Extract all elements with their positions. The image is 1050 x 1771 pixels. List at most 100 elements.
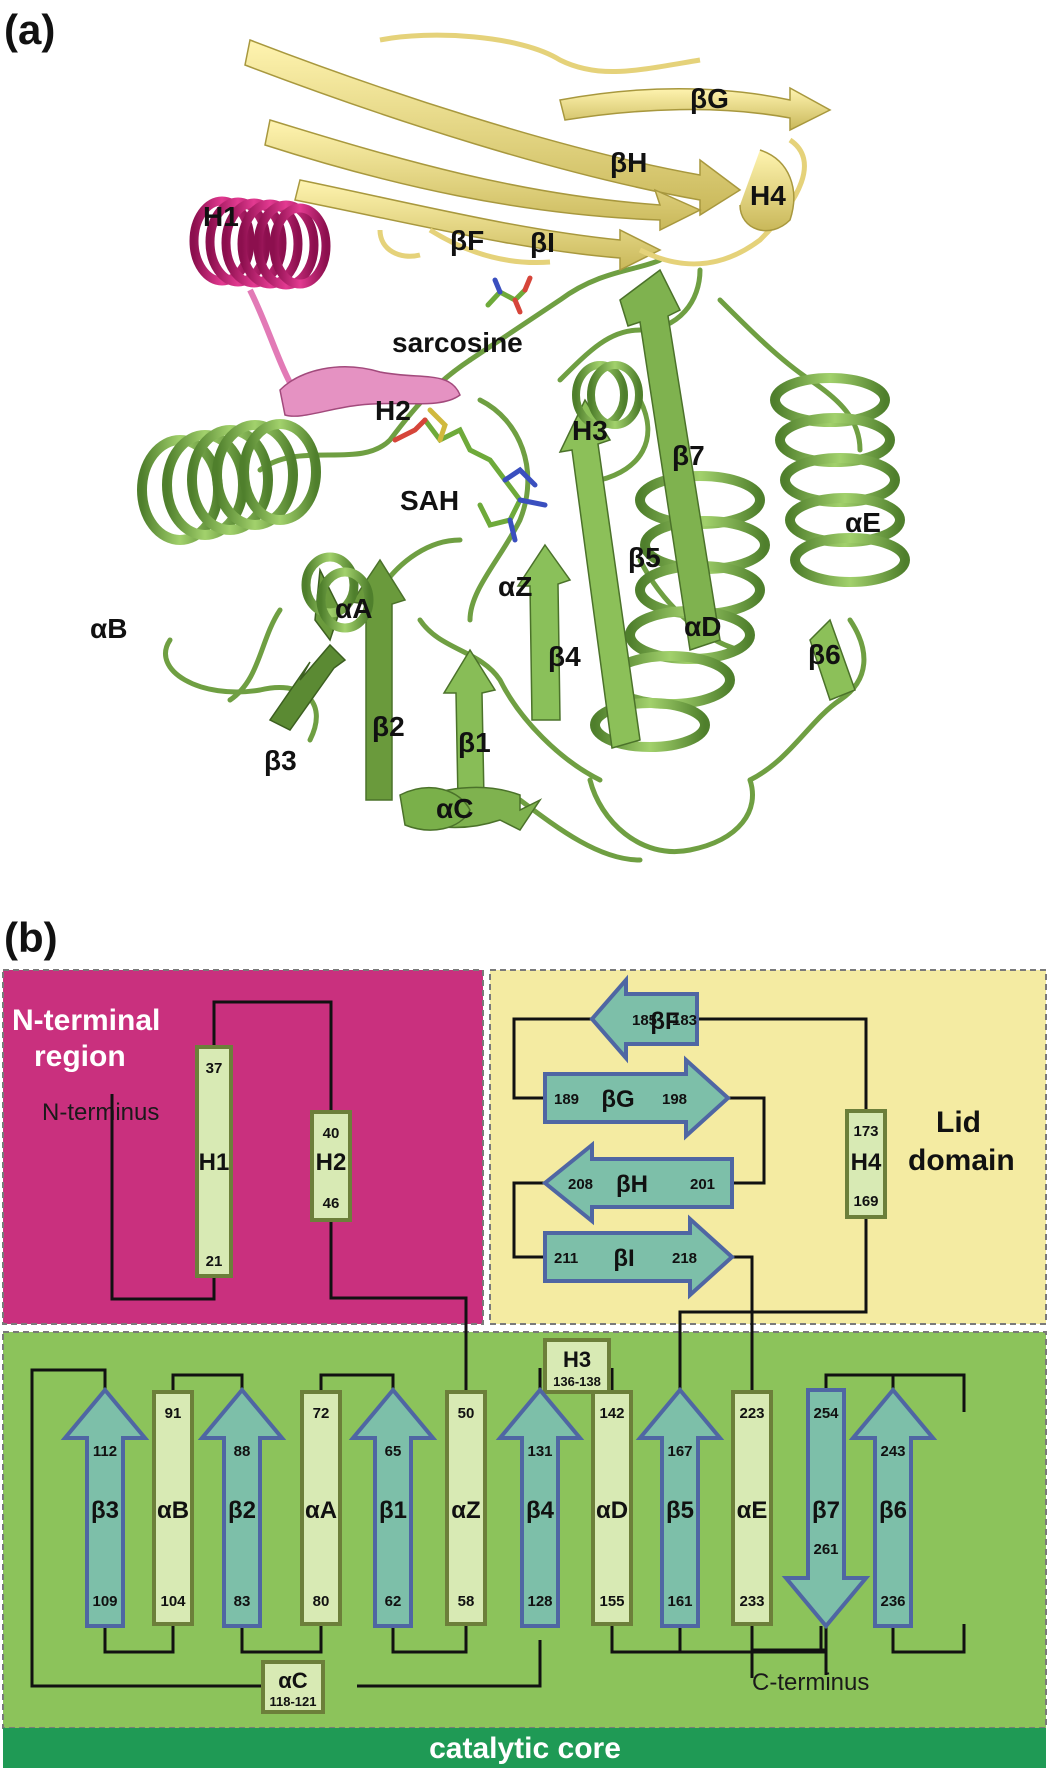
b6-shape <box>848 1386 938 1628</box>
strand-bF: 185 βF 183 <box>589 974 699 1064</box>
b5-shape <box>635 1386 725 1628</box>
n-terminus-label: N-terminus <box>42 1099 159 1126</box>
helix-aC: αC 118-121 <box>261 1660 325 1714</box>
b4-top: 131 <box>527 1443 552 1460</box>
H4-bottom: 169 <box>853 1193 878 1210</box>
aA-shape <box>300 1390 342 1626</box>
lid-sheet <box>244 32 832 272</box>
H4-top: 173 <box>853 1123 878 1140</box>
aZ-name: αZ <box>451 1497 480 1524</box>
b7-shape <box>781 1388 871 1630</box>
H4-name: H4 <box>851 1149 882 1176</box>
aB-top: 91 <box>165 1405 182 1422</box>
b1-top: 65 <box>385 1443 402 1460</box>
h2-ribbon <box>279 366 461 417</box>
b1-shape <box>348 1386 438 1628</box>
label-H3: H3 <box>572 415 608 446</box>
bI-left: 211 <box>554 1250 578 1267</box>
H3-name: H3 <box>563 1347 591 1372</box>
H2-bottom: 46 <box>323 1195 340 1212</box>
nterm-region <box>2 969 484 1325</box>
aE-bottom: 233 <box>739 1593 764 1610</box>
label-sarcosine: sarcosine <box>392 327 523 358</box>
panel-a: (a) <box>4 6 910 863</box>
bF-left: 185 <box>632 1012 657 1029</box>
b2-bottom: 83 <box>234 1593 251 1610</box>
b7-top: 254 <box>813 1405 839 1422</box>
b7-name: β7 <box>812 1497 840 1524</box>
b2-shape <box>197 1386 287 1628</box>
strand-bI: 211 βI 218 <box>543 1214 735 1300</box>
strand-bH: 208 βH 201 <box>541 1140 734 1226</box>
label-aA: αA <box>335 593 372 624</box>
bI-name: βI <box>613 1245 634 1272</box>
label-bH: βH <box>610 147 647 178</box>
bH-name: βH <box>616 1171 648 1198</box>
H1-top: 37 <box>206 1060 223 1077</box>
helix-H2: 40 H2 46 <box>310 1110 352 1222</box>
aE-shape <box>731 1390 773 1626</box>
b1-name: β1 <box>379 1497 407 1524</box>
H2-top: 40 <box>323 1125 340 1142</box>
label-b3: β3 <box>264 745 297 776</box>
h1-helix <box>189 196 331 290</box>
b3-bottom: 109 <box>92 1593 117 1610</box>
aE-name: αE <box>737 1497 768 1524</box>
aZ-top: 50 <box>458 1405 475 1422</box>
H3-range: 136-138 <box>553 1374 601 1389</box>
h3-helix <box>572 361 643 429</box>
label-SAH: SAH <box>400 485 459 516</box>
b6-top: 243 <box>880 1443 905 1460</box>
label-b4: β4 <box>548 641 581 672</box>
lid-title-line1: Lid <box>936 1106 981 1139</box>
c-terminus-label: C-terminus <box>752 1669 869 1696</box>
H2-name: H2 <box>316 1149 347 1176</box>
b5-top: 167 <box>667 1443 692 1460</box>
core-title: catalytic core <box>429 1732 621 1765</box>
aa-helix <box>301 552 374 633</box>
b3-name: β3 <box>91 1497 119 1524</box>
label-H4: H4 <box>750 180 786 211</box>
strand-b7: 254 β7 261 <box>781 1388 871 1630</box>
aA-name: αA <box>305 1497 337 1524</box>
lid-title-line2: domain <box>908 1144 1015 1177</box>
aA-top: 72 <box>313 1405 330 1422</box>
label-aD: αD <box>684 611 721 642</box>
aB-shape <box>152 1390 194 1626</box>
label-H2: H2 <box>375 395 411 426</box>
b7-bottom: 261 <box>813 1541 838 1558</box>
b5-name: β5 <box>666 1497 694 1524</box>
aA-bottom: 80 <box>313 1593 330 1610</box>
label-aZ: αZ <box>498 571 532 602</box>
H1-name: H1 <box>199 1149 230 1176</box>
aB-name: αB <box>157 1497 189 1524</box>
b3-shape <box>60 1386 150 1628</box>
panel-a-label: (a) <box>4 6 55 53</box>
bG-left: 189 <box>554 1091 579 1108</box>
aB-bottom: 104 <box>160 1593 186 1610</box>
b2-top: 88 <box>234 1443 251 1460</box>
bF-name: βF <box>650 1008 679 1035</box>
aZ-shape <box>445 1390 487 1626</box>
b3-top: 112 <box>93 1443 117 1460</box>
core-title-bar <box>3 1728 1046 1768</box>
aD-top: 142 <box>599 1405 624 1422</box>
helix-H1: 37 H1 21 <box>195 1045 233 1278</box>
bH-left: 208 <box>568 1176 593 1193</box>
label-aE: αE <box>845 507 881 538</box>
aD-shape <box>591 1390 633 1626</box>
core-sheet <box>268 268 856 831</box>
label-bI: βI <box>530 227 555 258</box>
aC-range: 118-121 <box>270 1694 317 1709</box>
label-aC: αC <box>436 793 473 824</box>
helix-aA: 72 αA 80 <box>300 1390 342 1626</box>
helix-aB: 91 αB 104 <box>152 1390 194 1626</box>
aC-name: αC <box>278 1668 308 1693</box>
ac-ribbon <box>399 787 471 831</box>
